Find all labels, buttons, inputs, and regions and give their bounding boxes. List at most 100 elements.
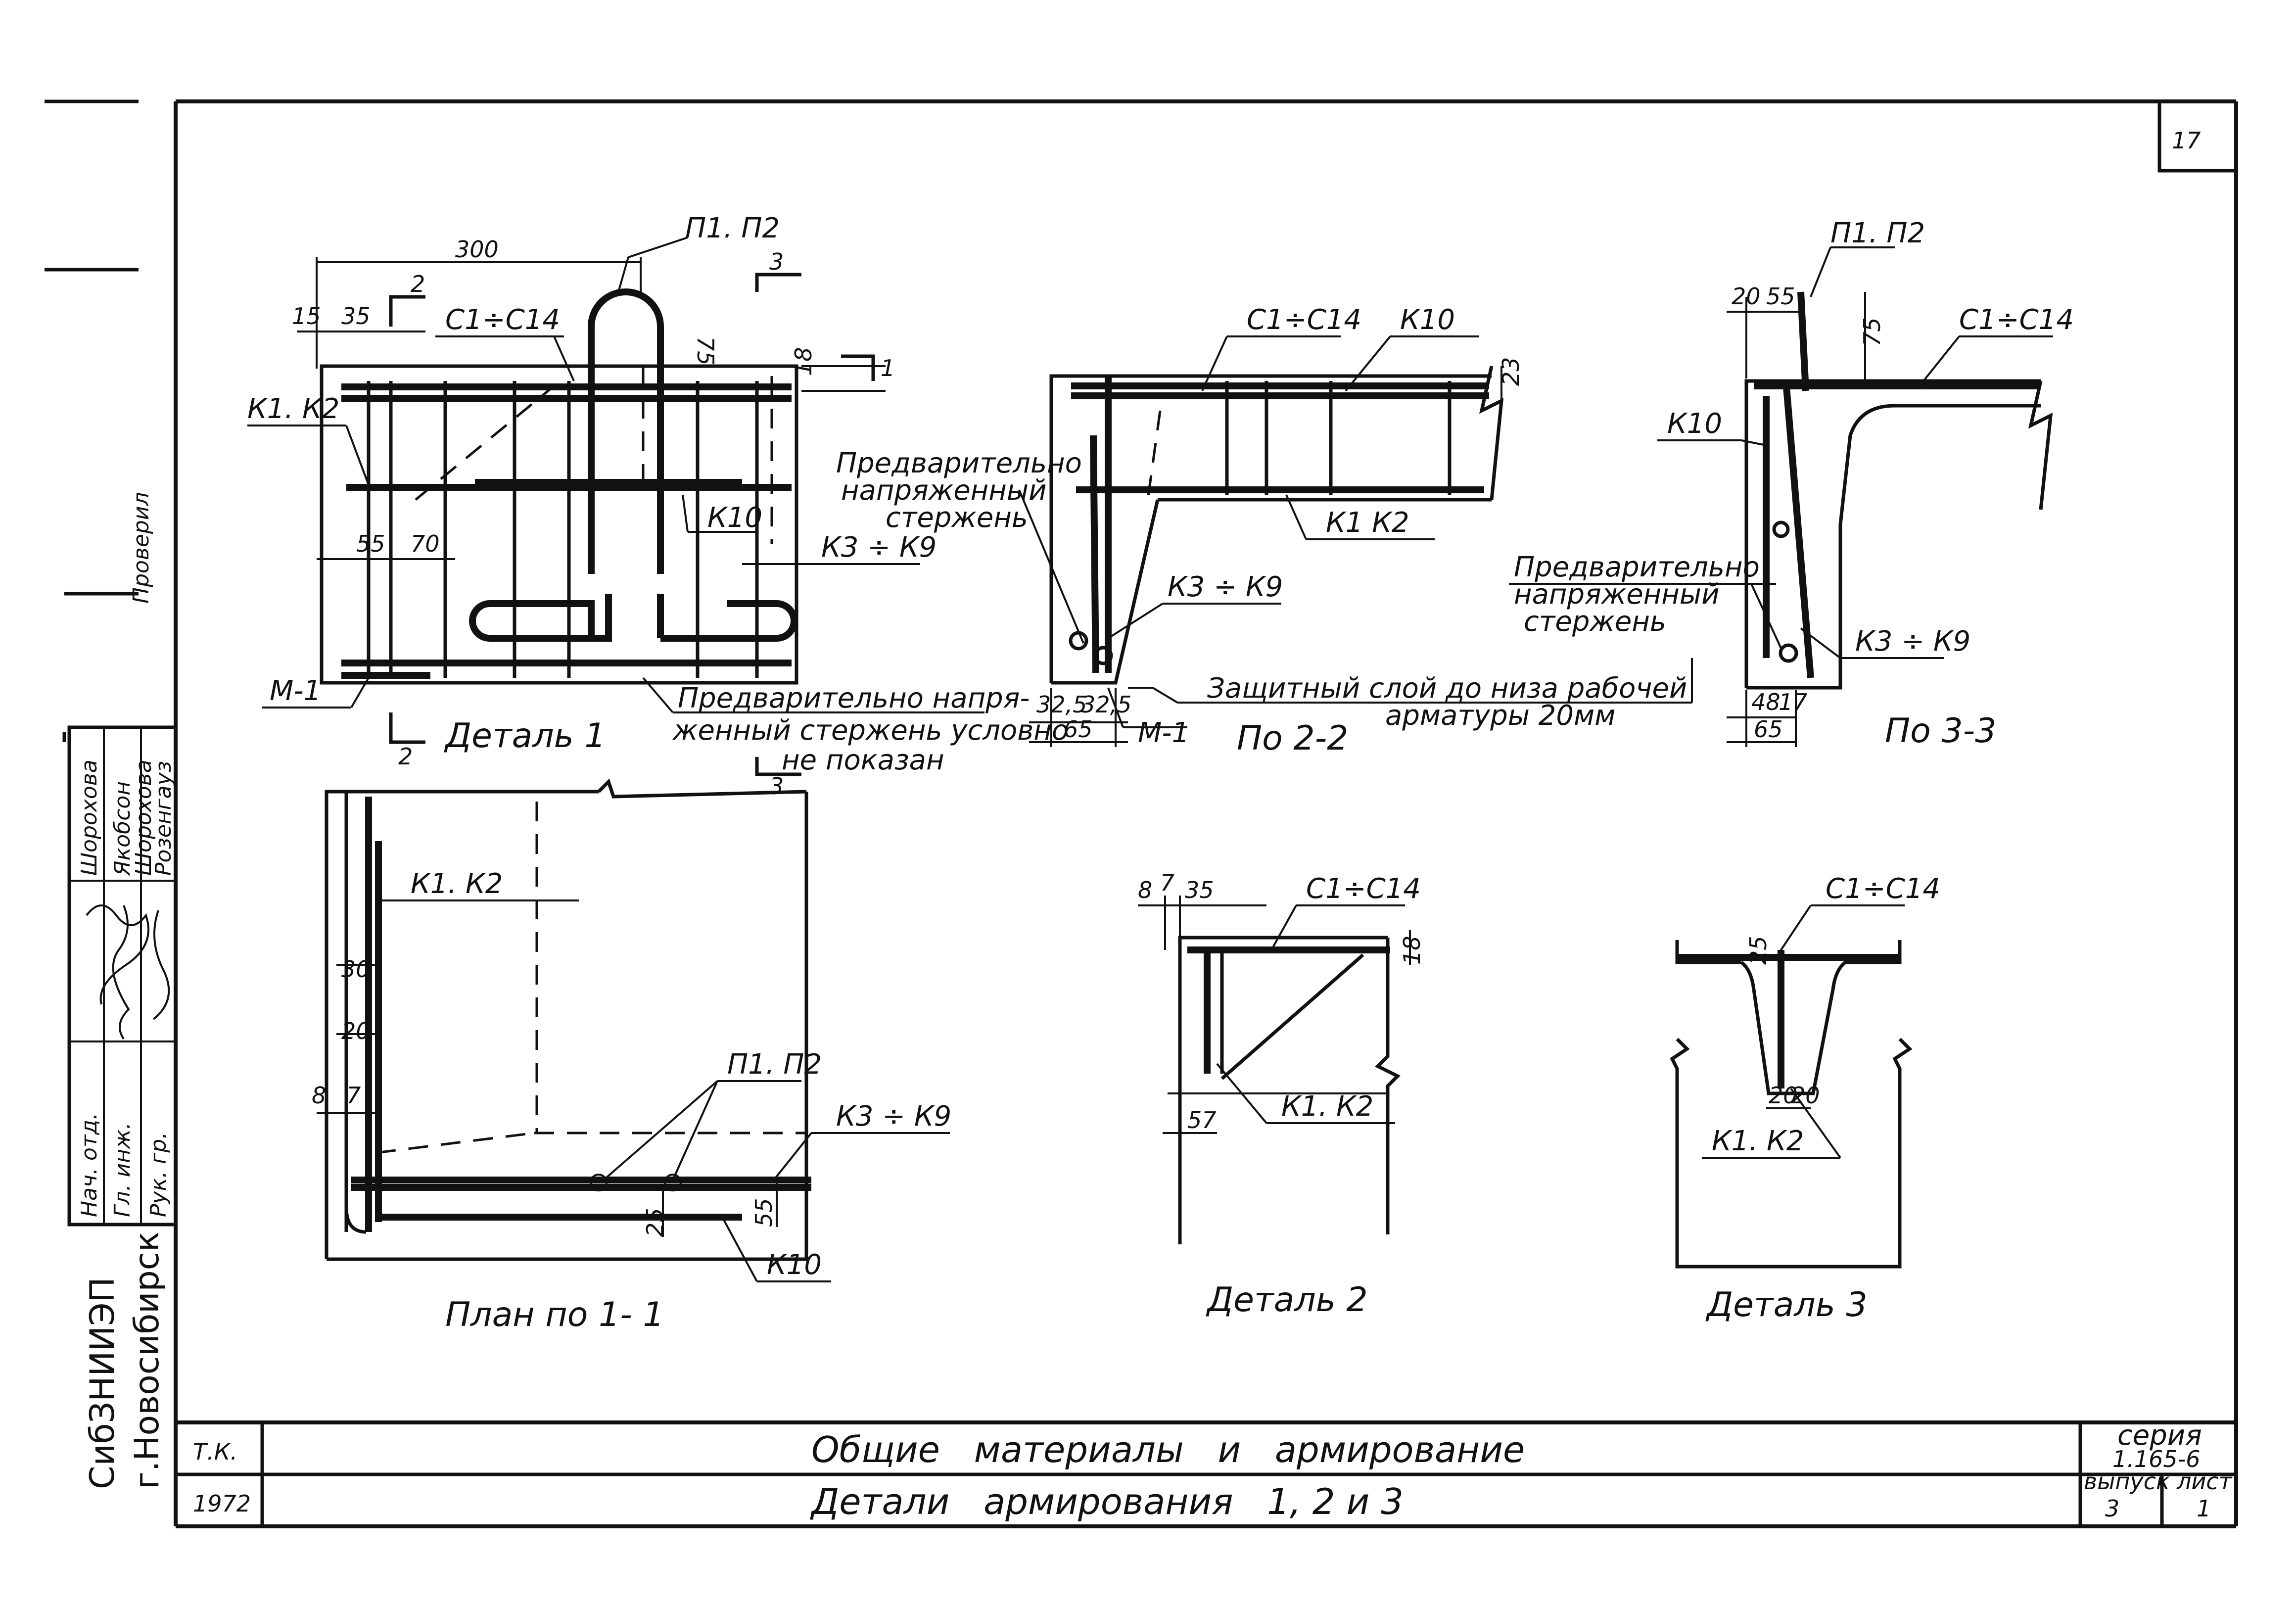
section33-dim-75: 75 bbox=[1859, 317, 1885, 346]
section33-dim-55: 55 bbox=[1766, 283, 1795, 310]
section22-label-k1k2: К1 К2 bbox=[1326, 507, 1409, 539]
section33-note-line-2: напряженный bbox=[1514, 578, 1720, 611]
detail1-dim-75: 75 bbox=[692, 336, 719, 366]
detail1-dim-55: 55 bbox=[356, 530, 385, 557]
plan11-label-k1k2: К1. К2 bbox=[411, 868, 503, 900]
title-sheet-label: лист bbox=[2176, 1468, 2233, 1495]
section33-label-k3k9: К3 ÷ К9 bbox=[1855, 625, 1970, 658]
detail1-section-3-top: 3 bbox=[769, 248, 784, 275]
section33-dim-20: 20 bbox=[1732, 283, 1761, 310]
section22-note-line-2: напряженный bbox=[841, 474, 1047, 507]
detail-3: 20 20 25 С1÷С14 К1. К2 Деталь 3 bbox=[1670, 873, 1940, 1324]
section33-caption: По 3-3 bbox=[1885, 711, 1996, 751]
stamp-name-2: Якобсон bbox=[110, 781, 135, 876]
stamp-name-4: Розенгауз bbox=[151, 761, 176, 876]
section33-note-line-1: Предварительно bbox=[1514, 551, 1760, 583]
plan11-dim-55: 55 bbox=[750, 1198, 777, 1227]
stamp-role-2: Гл. инж. bbox=[110, 1122, 135, 1217]
plan11-dim-25: 25 bbox=[642, 1208, 668, 1237]
plan11-section-3: 3 bbox=[769, 773, 784, 800]
section33-label-k10: К10 bbox=[1667, 408, 1722, 440]
title-sheet: 1 bbox=[2197, 1495, 2211, 1522]
signature-scribble-1 bbox=[86, 904, 149, 1005]
title-series: 1.165-6 bbox=[2112, 1446, 2201, 1472]
plan11-dim-7: 7 bbox=[346, 1082, 361, 1109]
detail1-section-1: 1 bbox=[881, 355, 895, 381]
plan11-label-k10: К10 bbox=[767, 1249, 822, 1281]
section22-caption: По 2-2 bbox=[1237, 719, 1348, 758]
section-2-2: 23 32,5 32,5 65 С1÷С14 К10 К1 К2 К3 ÷ К9… bbox=[836, 304, 1693, 758]
title-block: Т.К. 1972 Общие материалы и армирование … bbox=[176, 1419, 2236, 1526]
section22-label-m1: М-1 bbox=[1138, 717, 1189, 749]
plan11-caption: План по 1- 1 bbox=[445, 1295, 664, 1334]
title-series-label: серия bbox=[2117, 1419, 2202, 1452]
section22-label-k3k9: К3 ÷ К9 bbox=[1168, 571, 1283, 603]
detail-2: 57 8 7 35 18 С1÷С14 К1. К2 Деталь 2 bbox=[1138, 869, 1425, 1320]
detail1-label-k10: К10 bbox=[707, 502, 762, 534]
section22-dim-65: 65 bbox=[1064, 716, 1093, 743]
detail3-label-c1c14: С1÷С14 bbox=[1826, 873, 1940, 905]
section33-dim-48: 48 bbox=[1751, 689, 1781, 715]
section22-note-line-1: Предварительно bbox=[836, 447, 1082, 479]
detail-1: 300 15 35 75 18 55 70 2 3 1 2 П1. П2 С1÷… bbox=[247, 212, 1069, 776]
stamp-name-1: Шорохова bbox=[77, 759, 102, 876]
title-issue: 3 bbox=[2105, 1495, 2119, 1522]
detail1-label-p1p2: П1. П2 bbox=[685, 212, 780, 244]
stamp-role-3: Рук. гр. bbox=[146, 1132, 171, 1217]
section22-label-c1c14: С1÷С14 bbox=[1247, 304, 1361, 336]
plan11-dim-8: 8 bbox=[312, 1082, 326, 1109]
section22-dim-32-5-b: 32,5 bbox=[1081, 691, 1131, 718]
detail2-caption: Деталь 2 bbox=[1206, 1280, 1368, 1320]
detail2-dim-35: 35 bbox=[1185, 877, 1214, 903]
detail1-label-k3k9: К3 ÷ К9 bbox=[821, 531, 937, 564]
detail2-label-k1k2: К1. К2 bbox=[1281, 1090, 1373, 1123]
section22-dim-32-5-a: 32,5 bbox=[1036, 691, 1087, 718]
detail2-label-c1c14: С1÷С14 bbox=[1306, 873, 1421, 905]
detail1-dim-300: 300 bbox=[455, 236, 499, 263]
detail1-note-line-3: не показан bbox=[782, 744, 944, 776]
section22-dim-23: 23 bbox=[1498, 357, 1524, 386]
detail2-dim-8: 8 bbox=[1138, 877, 1152, 903]
detail3-dim-25: 25 bbox=[1745, 936, 1772, 965]
stamp-organization: СибЗНИИЭП bbox=[83, 1277, 122, 1489]
section22-cover-note-line-2: арматуры 20мм bbox=[1385, 700, 1616, 732]
section33-label-c1c14: С1÷С14 bbox=[1959, 304, 2074, 336]
plan-1-1: 30 20 8 7 25 55 3 К1. К2 П1. П2 К3 ÷ К9 … bbox=[312, 757, 951, 1334]
stamp-checked: Проверил bbox=[129, 492, 154, 604]
title-tk: Т.К. bbox=[193, 1438, 237, 1465]
plan11-label-k3k9: К3 ÷ К9 bbox=[836, 1100, 951, 1133]
signature-scribble-3 bbox=[152, 910, 170, 1020]
detail2-dim-7: 7 bbox=[1160, 869, 1174, 896]
plan11-dim-20: 20 bbox=[341, 1018, 371, 1044]
detail3-dim-20-a: 20 bbox=[1769, 1082, 1798, 1109]
detail2-dim-57: 57 bbox=[1187, 1107, 1217, 1134]
section22-cover-note-line-1: Защитный слой до низа рабочей bbox=[1207, 672, 1687, 705]
stamp-city: г.Новосибирск bbox=[128, 1231, 167, 1489]
section22-label-k10: К10 bbox=[1400, 304, 1455, 336]
sheet-mark: 17 bbox=[2172, 127, 2201, 154]
detail1-dim-18: 18 bbox=[790, 347, 817, 376]
signature-scribble-2 bbox=[112, 905, 130, 1040]
section33-note-line-3: стержень bbox=[1524, 606, 1666, 638]
detail1-dim-15: 15 bbox=[292, 303, 321, 330]
section33-dim-17: 17 bbox=[1779, 689, 1808, 715]
title-year: 1972 bbox=[193, 1490, 251, 1517]
detail1-section-2-top: 2 bbox=[411, 271, 425, 297]
detail1-label-c1c14: С1÷С14 bbox=[445, 304, 560, 336]
plan11-dim-30: 30 bbox=[341, 956, 371, 983]
detail3-caption: Деталь 3 bbox=[1705, 1285, 1868, 1324]
detail1-dim-35: 35 bbox=[341, 303, 371, 330]
plan11-label-p1p2: П1. П2 bbox=[727, 1048, 822, 1081]
drawing-frame: 17 bbox=[45, 99, 2238, 1528]
detail1-note-line-2: женный стержень условно bbox=[672, 714, 1069, 747]
detail3-label-k1k2: К1. К2 bbox=[1712, 1125, 1804, 1157]
detail1-section-2-bottom: 2 bbox=[398, 743, 413, 770]
stamp-name-3: Шорохова bbox=[131, 759, 156, 876]
title-line-2: Детали армирования 1, 2 и 3 bbox=[810, 1481, 1404, 1522]
signature-stamp: Нач. отд. Гл. инж. Рук. гр. Шорохова Яко… bbox=[67, 492, 178, 1489]
section-3-3: 20 55 75 48 17 65 П1. П2 С1÷С14 К10 К3 ÷… bbox=[1509, 217, 2074, 751]
section22-note-line-3: стержень bbox=[886, 502, 1028, 534]
stamp-role-1: Нач. отд. bbox=[77, 1113, 102, 1217]
section33-dim-65: 65 bbox=[1754, 716, 1783, 743]
